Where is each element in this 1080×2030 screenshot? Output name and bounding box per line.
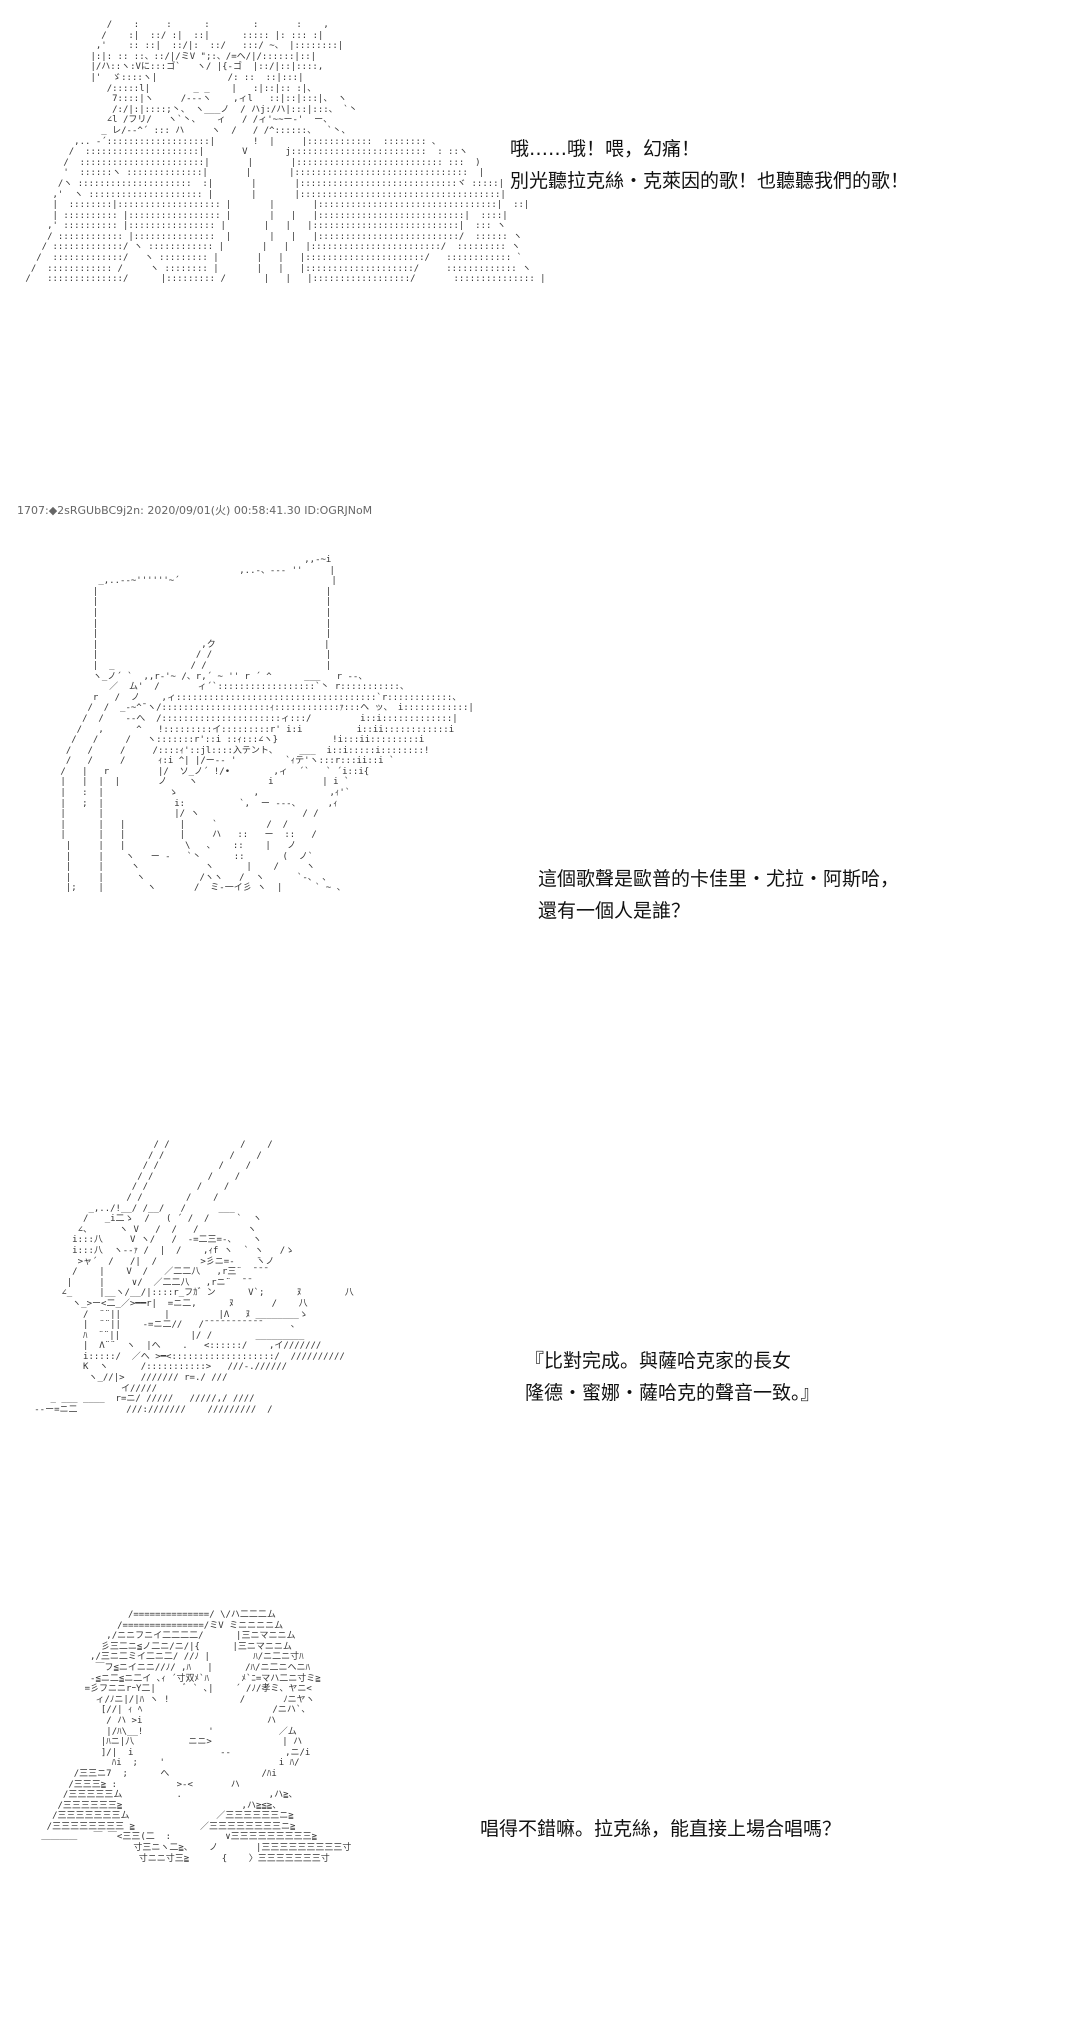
panel-2: ,,-~i ,..-、--‐ '' | _,..‐‐~''''''~´ | | … xyxy=(0,535,1080,1095)
ascii-art-figure-4: /==============/ \/ハ二二二ム /==============… xyxy=(41,1610,352,1864)
dialogue-line: 『比對完成。與薩哈克家的長女 xyxy=(525,1350,792,1372)
dialogue-box-1: 哦……哦！喂，幻痛！ 別光聽拉克絲・克萊因的歌！也聽聽我們的歌！ xyxy=(510,133,909,197)
panel-4: /==============/ \/ハ二二二ム /==============… xyxy=(0,1595,1080,2030)
ascii-art-figure-2: ,,-~i ,..-、--‐ '' | _,..‐‐~''''''~´ | | … xyxy=(60,555,474,894)
panel-3: / / / / / / / / / / / / / / / / / / / / xyxy=(0,1120,1080,1590)
post-header: 1707:◆2sRGUbBC9j2n: 2020/09/01(火) 00:58:… xyxy=(17,504,373,517)
dialogue-line: 這個歌聲是歐普的卡佳里・尤拉・阿斯哈， xyxy=(538,868,900,890)
dialogue-box-4: 唱得不錯嘛。拉克絲，能直接上場合唱嗎？ xyxy=(480,1813,841,1845)
dialogue-box-2: 這個歌聲是歐普的卡佳里・尤拉・阿斯哈， 還有一個人是誰？ xyxy=(538,863,899,927)
ascii-art-figure-3: / / / / / / / / / / / / / / / / / / / / xyxy=(34,1140,354,1415)
panel-1: / : : : : : , / :| ::/ :| ::| ::::: |: :… xyxy=(0,0,1080,500)
dialogue-line: 還有一個人是誰？ xyxy=(538,900,691,922)
dialogue-line: 哦……哦！喂，幻痛！ xyxy=(510,138,701,160)
dialogue-line: 唱得不錯嘛。拉克絲，能直接上場合唱嗎？ xyxy=(480,1818,842,1840)
dialogue-box-3: 『比對完成。與薩哈克家的長女 隆德・蜜娜・薩哈克的聲音一致。』 xyxy=(525,1345,820,1409)
dialogue-line: 隆德・蜜娜・薩哈克的聲音一致。』 xyxy=(525,1382,820,1404)
ascii-art-figure-1: / : : : : : , / :| ::/ :| ::| ::::: |: :… xyxy=(25,20,546,285)
dialogue-line: 別光聽拉克絲・克萊因的歌！也聽聽我們的歌！ xyxy=(510,170,910,192)
